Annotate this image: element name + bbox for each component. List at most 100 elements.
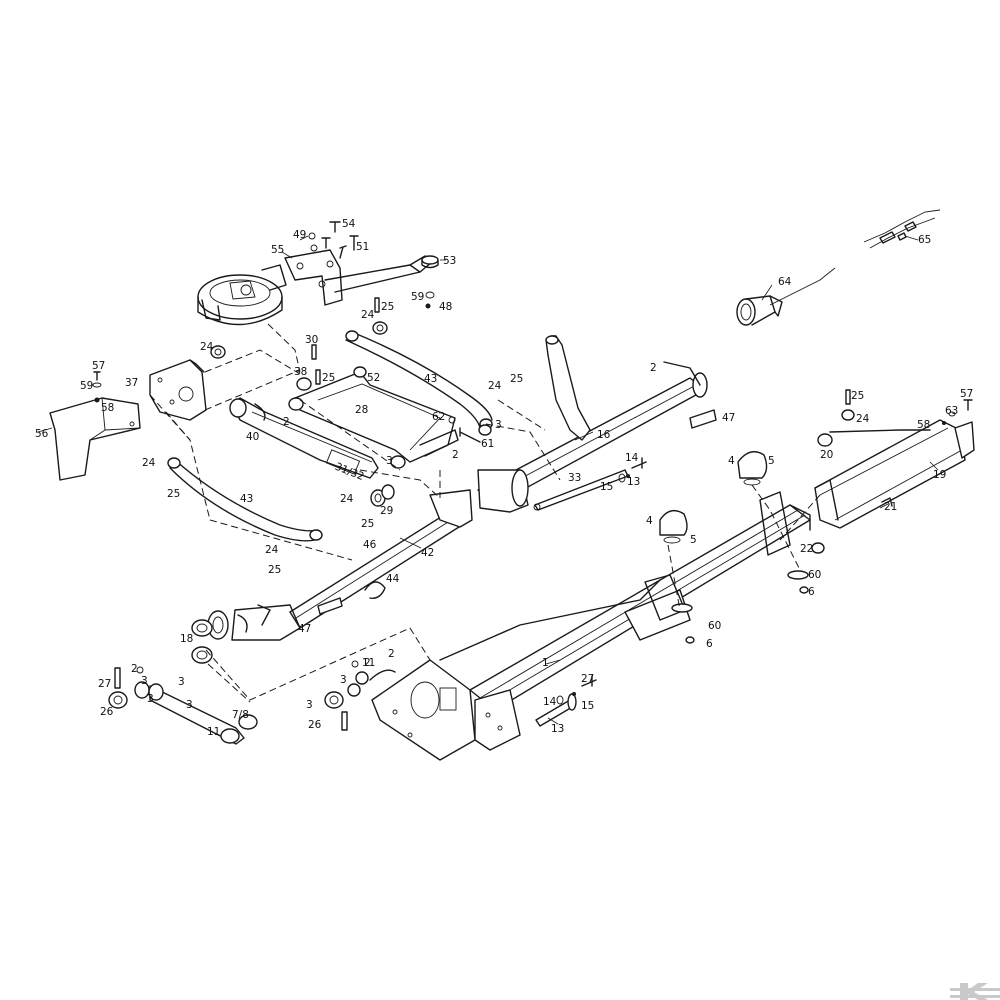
spring-strap-43-upper [345, 330, 493, 430]
callout-label: 25 [851, 390, 864, 402]
bracket-37 [149, 359, 207, 421]
callout-label: 2 [452, 449, 459, 461]
callout-label: 42 [421, 547, 434, 559]
gearbox-housing [197, 264, 287, 326]
callout-label: 59 [80, 380, 93, 392]
bolt-61-62 [448, 416, 492, 443]
callout-label: 29 [380, 505, 393, 517]
callout-label: 3 [178, 676, 185, 688]
callout-label: 15 [581, 700, 594, 712]
cylinder-40 [229, 397, 379, 479]
callout-label: 24 [265, 544, 279, 556]
callout-label: 13 [551, 723, 564, 735]
cover-56 [49, 397, 141, 481]
callout-label: 25 [167, 488, 180, 500]
callout-label: 28 [355, 404, 368, 416]
frame-1 [371, 491, 811, 761]
callout-label: 64 [778, 276, 792, 288]
callout-label: 57 [92, 360, 105, 372]
callout-label: 43 [240, 493, 253, 505]
callout-label: 24 [200, 341, 214, 353]
callout-label: 11 [207, 726, 220, 738]
callout-label: 47 [298, 623, 311, 635]
callout-label: 3 [306, 699, 313, 711]
gearbox-bracket [284, 249, 433, 306]
lever-28 [288, 366, 459, 463]
bushing-25-24-right [841, 389, 973, 507]
callout-label: 47 [722, 412, 735, 424]
callout-label: 7/8 [232, 709, 249, 721]
callout-label: 30 [305, 334, 318, 346]
callout-label: 46 [363, 539, 377, 551]
callout-label: 26 [100, 706, 114, 718]
pin-12-bolt-13-14-15 [535, 675, 597, 727]
callout-label: 6 [808, 586, 815, 598]
callout-label: 11 [362, 657, 375, 669]
bolt-57-59-58 [92, 371, 102, 403]
callout-label: 56 [35, 428, 49, 440]
plate-47-lower [317, 597, 343, 615]
washers-29 [370, 455, 406, 507]
assembly-dash-lines [149, 323, 821, 703]
callout-label: 3 [340, 674, 347, 686]
callout-label: 3 [186, 699, 193, 711]
washers-18 [191, 619, 213, 664]
callout-label: 3 [386, 455, 393, 467]
callout-label: 59 [411, 291, 424, 303]
callout-label: 3 [495, 419, 502, 431]
link-7-8 [134, 681, 258, 745]
cable-plug [736, 267, 836, 326]
callout-label: 61 [481, 438, 494, 450]
crossbeam-19 [814, 419, 975, 529]
callout-label: 33 [568, 472, 581, 484]
bushing-26-27-mid [324, 660, 396, 731]
main-arm-42 [207, 489, 473, 641]
callout-label: 14 [625, 452, 639, 464]
cable-harness [863, 209, 941, 249]
leader-lines [37, 235, 939, 725]
callout-label: 25 [510, 373, 523, 385]
callout-label: 20 [820, 449, 833, 461]
bushing-24-left [210, 345, 226, 359]
callout-label: 54 [342, 218, 356, 230]
callout-label: 4 [646, 515, 653, 527]
callout-label: 6 [706, 638, 713, 650]
callout-label: 58 [917, 419, 930, 431]
callout-label: 43 [424, 373, 437, 385]
callout-label: 60 [708, 620, 721, 632]
callout-label: 2 [388, 648, 395, 660]
bolt-14-15-13-upper [618, 457, 647, 483]
callout-label: 57 [960, 388, 973, 400]
bushing-24-25-top [372, 297, 388, 335]
callout-label: 21 [884, 501, 897, 513]
callout-label: 24 [142, 457, 156, 469]
callout-label: 40 [246, 431, 259, 443]
callout-label: 60 [808, 569, 821, 581]
callout-label: 24 [340, 493, 354, 505]
callout-label: 4 [728, 455, 735, 467]
callout-label: 53 [443, 255, 456, 267]
callout-label: 52 [367, 372, 380, 384]
bushing-26-27-left [108, 666, 144, 709]
callout-label: 3 [141, 675, 148, 687]
callout-label: 24 [856, 413, 870, 425]
callout-label: 27 [98, 678, 111, 690]
bolts-top [308, 221, 435, 309]
plate-47-upper [689, 409, 717, 429]
callout-label: 25 [361, 518, 374, 530]
callout-label: 49 [293, 229, 306, 241]
callout-label: 44 [386, 573, 400, 585]
callout-label: 15 [600, 481, 613, 493]
callout-label: 3 [147, 693, 154, 705]
clip-44 [364, 581, 386, 599]
callout-label: 26 [308, 719, 322, 731]
callout-label: 38 [294, 366, 307, 378]
callout-label: 37 [125, 377, 138, 389]
nuts-6-22 [685, 542, 825, 644]
callout-label: 22 [800, 543, 813, 555]
callout-label: 55 [271, 244, 284, 256]
callout-label: 16 [597, 429, 611, 441]
callout-label: 58 [101, 402, 114, 414]
callout-label: 2 [283, 416, 290, 428]
